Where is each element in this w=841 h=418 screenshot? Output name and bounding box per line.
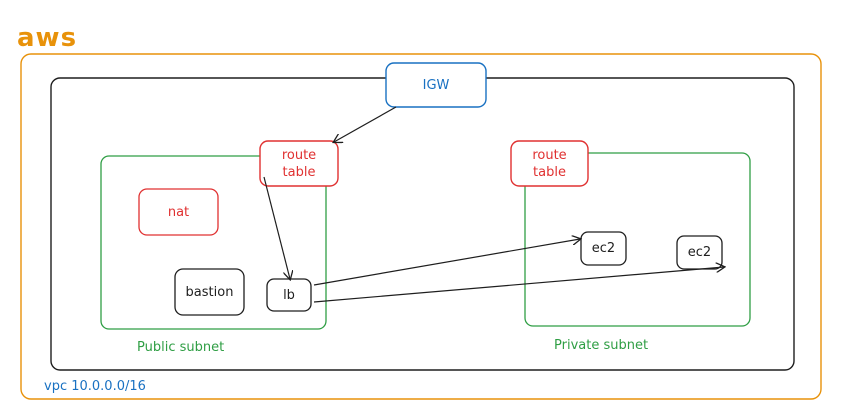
aws-cloud-boundary bbox=[20, 53, 822, 400]
bastion-label: bastion bbox=[185, 284, 234, 300]
lb-label: lb bbox=[283, 287, 295, 303]
arrow-lb-to-ec2-b bbox=[313, 267, 724, 303]
ec2-b-label: ec2 bbox=[687, 245, 712, 260]
arrow-route-table-to-lb bbox=[263, 176, 290, 279]
nat-label: nat bbox=[167, 204, 190, 220]
nat-box[interactable] bbox=[138, 188, 219, 236]
arrow-igw-to-route-table bbox=[334, 106, 397, 142]
private-subnet-boundary bbox=[524, 152, 751, 327]
public-route-table-label: route table bbox=[281, 147, 317, 180]
public-subnet-label: Public subnet bbox=[137, 340, 225, 355]
private-subnet-label: Private subnet bbox=[554, 338, 649, 353]
igw-label: IGW bbox=[422, 77, 450, 93]
bastion-box[interactable] bbox=[174, 268, 245, 316]
public-subnet-boundary bbox=[100, 155, 327, 330]
ec2-a-box[interactable] bbox=[580, 231, 627, 266]
private-route-table-label: route table bbox=[532, 147, 567, 180]
igw-box[interactable] bbox=[385, 62, 487, 108]
ec2-a-label: ec2 bbox=[591, 241, 616, 256]
vpc-label: vpc 10.0.0.0/16 bbox=[44, 379, 146, 394]
arrow-lb-to-ec2-a bbox=[313, 239, 580, 286]
private-route-table-box[interactable] bbox=[510, 140, 589, 187]
aws-label: aws bbox=[17, 23, 78, 53]
public-route-table-box[interactable] bbox=[259, 140, 339, 187]
